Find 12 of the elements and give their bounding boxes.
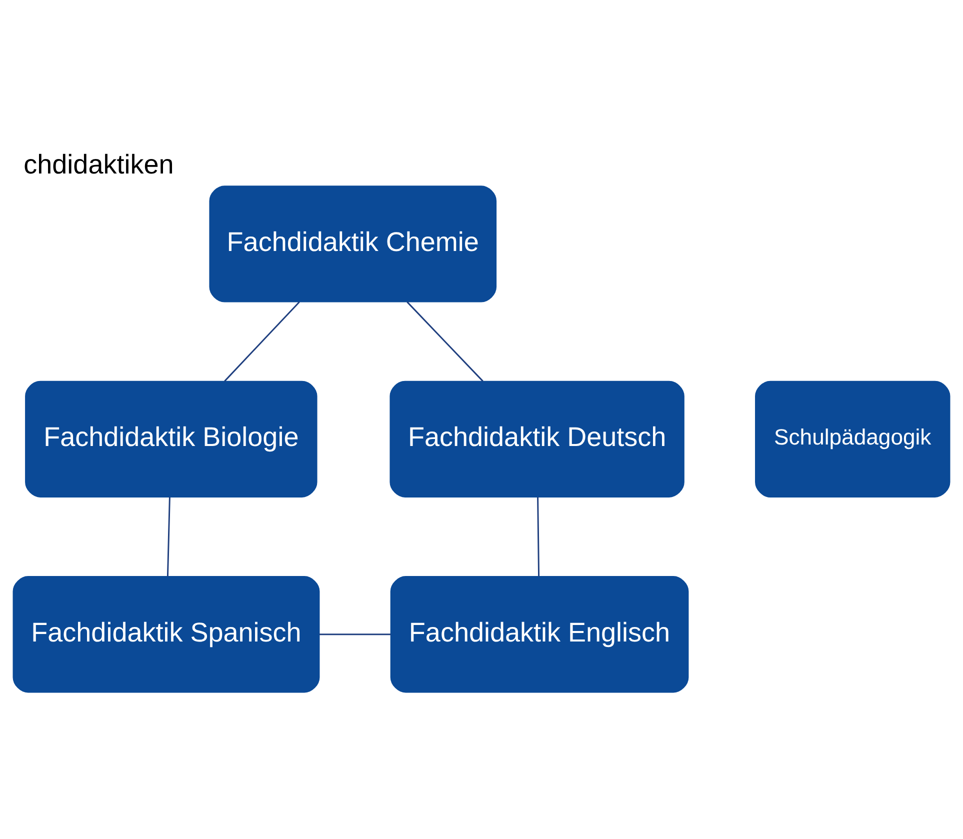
connector [224,301,300,382]
node-box: Fachdidaktik Deutsch [390,380,684,498]
connector [537,497,540,576]
connector [319,634,391,636]
connector [406,301,484,382]
connector [166,497,170,576]
node-box: Fachdidaktik Chemie [209,186,497,302]
diagram-title: chdidaktiken [24,149,174,180]
node-box: Fachdidaktik Biologie [25,380,318,498]
node-box: Fachdidaktik Englisch [390,576,689,693]
node-box: Schulpädagogik [755,380,950,498]
node-box: Fachdidaktik Spanisch [12,576,320,693]
